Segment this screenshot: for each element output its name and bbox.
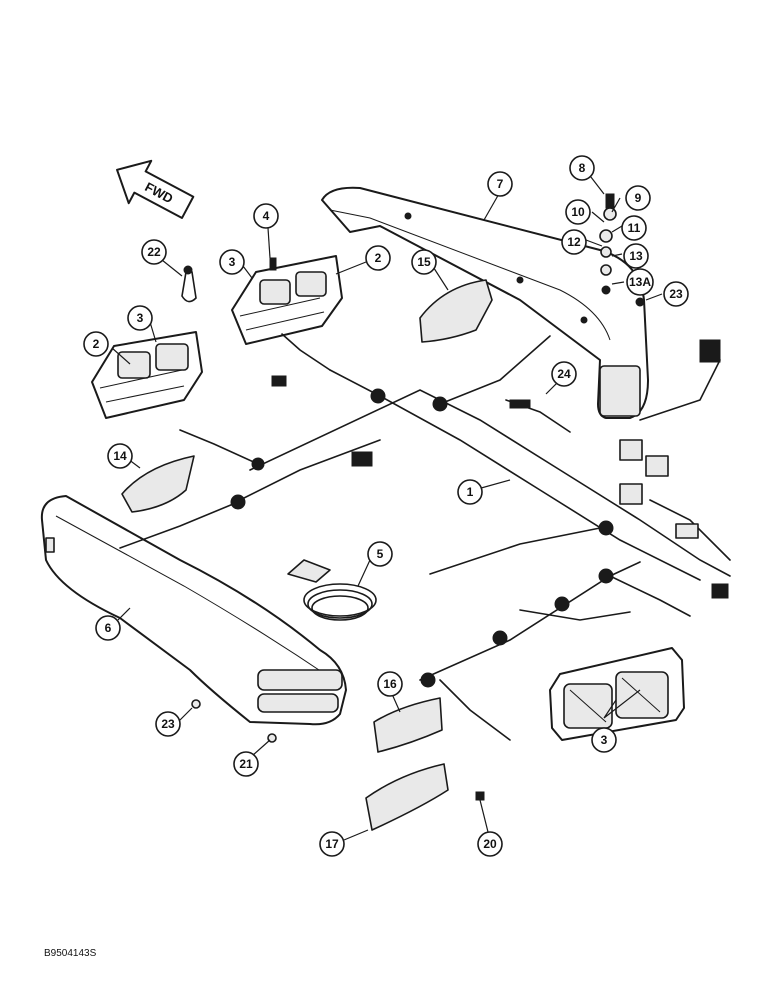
- callout-1: 1: [457, 479, 483, 505]
- callout-14: 14: [107, 443, 133, 469]
- callout-2-left: 2: [83, 331, 109, 357]
- callout-13: 13: [623, 243, 649, 269]
- figure-code: B9504143S: [44, 948, 97, 959]
- callout-6: 6: [95, 615, 121, 641]
- callout-23-rear: 23: [663, 281, 689, 307]
- svg-text:4: 4: [263, 209, 270, 223]
- tail-lamp-lens-16: [373, 697, 443, 753]
- callout-3-right: 3: [591, 727, 617, 753]
- svg-text:2: 2: [93, 337, 100, 351]
- svg-text:6: 6: [105, 621, 112, 635]
- svg-text:10: 10: [571, 205, 585, 219]
- callout-16: 16: [377, 671, 403, 697]
- svg-text:2: 2: [375, 251, 382, 265]
- callout-24: 24: [551, 361, 577, 387]
- wire-strap: [181, 265, 197, 303]
- callout-13a: 13A: [626, 268, 654, 296]
- svg-text:15: 15: [417, 255, 431, 269]
- svg-text:20: 20: [483, 837, 497, 851]
- svg-text:3: 3: [601, 733, 608, 747]
- callout-9: 9: [625, 185, 651, 211]
- svg-text:11: 11: [628, 221, 641, 235]
- svg-text:21: 21: [239, 757, 253, 771]
- connector-pigtail: [505, 399, 571, 433]
- svg-text:13A: 13A: [629, 275, 651, 289]
- marker-lamp-lens-15: [419, 279, 493, 343]
- callout-23-front: 23: [155, 711, 181, 737]
- roof-work-lamp-pair: [231, 255, 343, 345]
- callout-3-middle: 3: [219, 249, 245, 275]
- svg-text:1: 1: [467, 485, 474, 499]
- callout-22: 22: [141, 239, 167, 265]
- callout-21: 21: [233, 751, 259, 777]
- front-work-lamp-pair: [91, 331, 203, 419]
- svg-text:22: 22: [147, 245, 161, 259]
- svg-text:9: 9: [635, 191, 642, 205]
- main-wiring-harness: [119, 333, 731, 741]
- callout-17: 17: [319, 831, 345, 857]
- marker-lamp-lens-14: [121, 455, 195, 513]
- svg-text:17: 17: [325, 837, 339, 851]
- svg-text:5: 5: [377, 547, 384, 561]
- svg-text:23: 23: [161, 717, 175, 731]
- callout-4: 4: [253, 203, 279, 229]
- callout-12: 12: [561, 229, 587, 255]
- callout-15: 15: [411, 249, 437, 275]
- front-light-bar: [40, 495, 347, 726]
- callout-11: 11: [621, 215, 647, 241]
- svg-text:7: 7: [497, 177, 504, 191]
- svg-text:3: 3: [229, 255, 236, 269]
- callout-20: 20: [477, 831, 503, 857]
- svg-text:13: 13: [629, 249, 643, 263]
- callout-5: 5: [367, 541, 393, 567]
- svg-text:23: 23: [669, 287, 683, 301]
- forward-direction-arrow: FWD: [116, 159, 195, 219]
- callout-10: 10: [565, 199, 591, 225]
- tail-lamp-lens-17: [365, 763, 449, 831]
- svg-text:24: 24: [557, 367, 571, 381]
- callout-7: 7: [487, 171, 513, 197]
- callout-3-left: 3: [127, 305, 153, 331]
- callout-2-middle: 2: [365, 245, 391, 271]
- svg-text:8: 8: [579, 161, 586, 175]
- callout-8: 8: [569, 155, 595, 181]
- svg-text:14: 14: [113, 449, 127, 463]
- svg-text:12: 12: [567, 235, 581, 249]
- wire-coil: [287, 559, 377, 621]
- svg-text:3: 3: [137, 311, 144, 325]
- svg-text:16: 16: [383, 677, 397, 691]
- rear-work-lamp-pair: [549, 647, 685, 741]
